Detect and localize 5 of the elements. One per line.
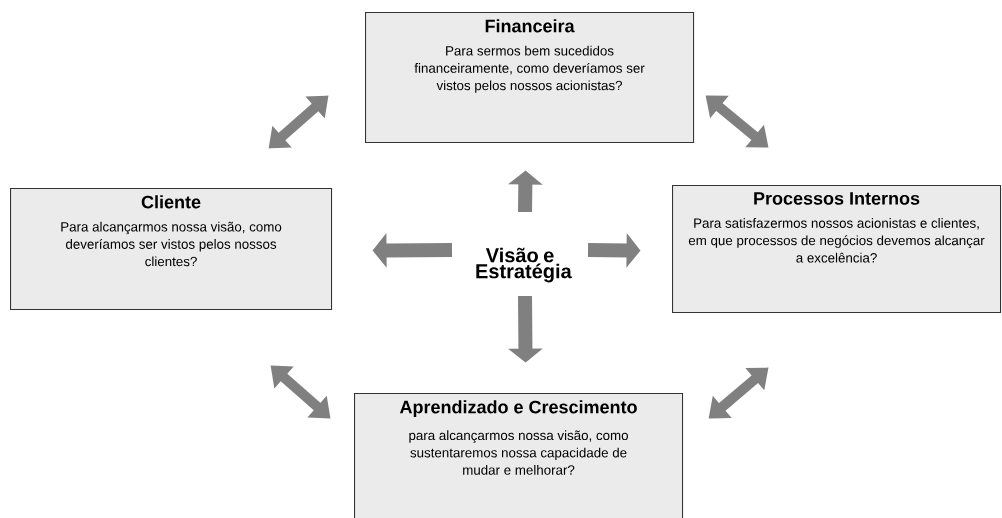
perspective-box: Aprendizado e Crescimento para alcançarmos nossa visão, como sustentaremos nossa capacidade de mudar e melhorar? [354, 393, 684, 518]
perspective-box: Processos Internos Para satisfazermos nossos acionistas e clientes, em que processos de negócios devemos alcançar a excelência? [672, 185, 1002, 314]
center-label: Visão e Estratégia [476, 247, 572, 283]
perspective-box: Cliente Para alcançarmos nossa visão, como deveríamos ser vistos pelos nossos clientes? [10, 188, 333, 311]
perspective-box: Financeira Para sermos bem sucedidos financeiramente, como deveríamos ser vistos pelos nossos acionistas? [365, 12, 695, 144]
